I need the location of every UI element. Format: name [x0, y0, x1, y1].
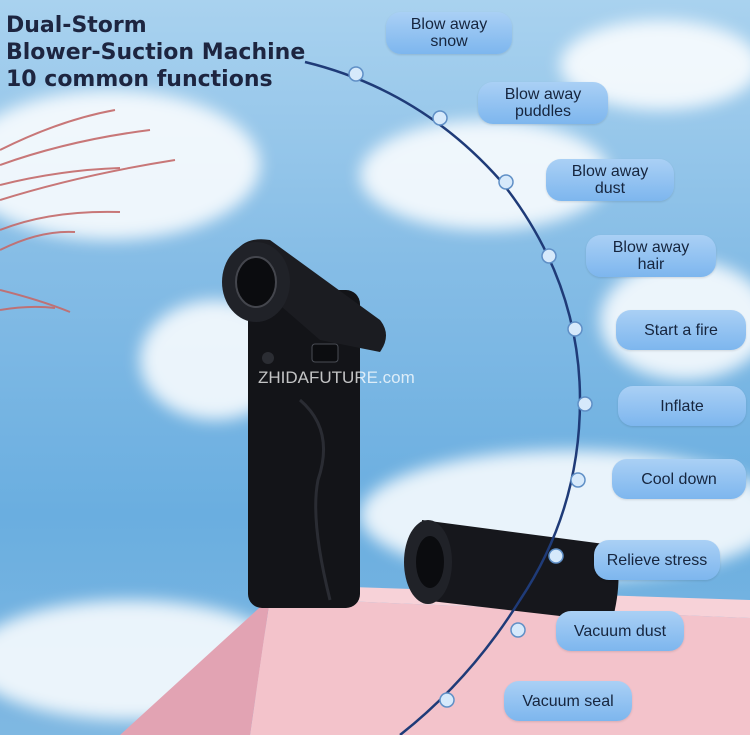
podium: [120, 585, 750, 735]
blower-device: [222, 239, 386, 608]
cloud: [0, 90, 260, 240]
title-line: Blower-Suction Machine: [6, 40, 306, 65]
function-label: Cool down: [641, 470, 717, 488]
function-label-pill: Blow away snow: [386, 12, 512, 54]
function-label-pill: Start a fire: [616, 310, 746, 350]
page-title: Dual-Storm Blower-Suction Machine 10 com…: [6, 12, 305, 93]
function-label: Inflate: [660, 397, 704, 415]
pampas-grass-icon: [0, 109, 176, 313]
watermark: ZHIDAFUTURE.com: [258, 368, 415, 387]
function-label-pill: Vacuum dust: [556, 611, 684, 651]
function-label: Relieve stress: [606, 551, 708, 569]
function-label: Start a fire: [644, 321, 718, 339]
title-line: 10 common functions: [6, 67, 273, 92]
blower-device-lying: [404, 520, 619, 622]
function-label: Blow away hair: [612, 239, 690, 273]
title-line: Dual-Storm: [6, 13, 147, 38]
function-label: Vacuum seal: [522, 692, 614, 710]
function-label: Blow away snow: [410, 16, 488, 50]
function-label-pill: Vacuum seal: [504, 681, 632, 721]
function-label-pill: Blow away puddles: [478, 82, 608, 124]
arc-nodes: [348, 66, 593, 708]
function-label: Vacuum dust: [573, 622, 667, 640]
function-label-pill: Blow away dust: [546, 159, 674, 201]
function-label-pill: Blow away hair: [586, 235, 716, 277]
function-label-pill: Cool down: [612, 459, 746, 499]
function-label: Blow away dust: [571, 163, 649, 197]
function-label-pill: Inflate: [618, 386, 746, 426]
function-label-pill: Relieve stress: [594, 540, 720, 580]
function-label: Blow away puddles: [504, 86, 582, 120]
